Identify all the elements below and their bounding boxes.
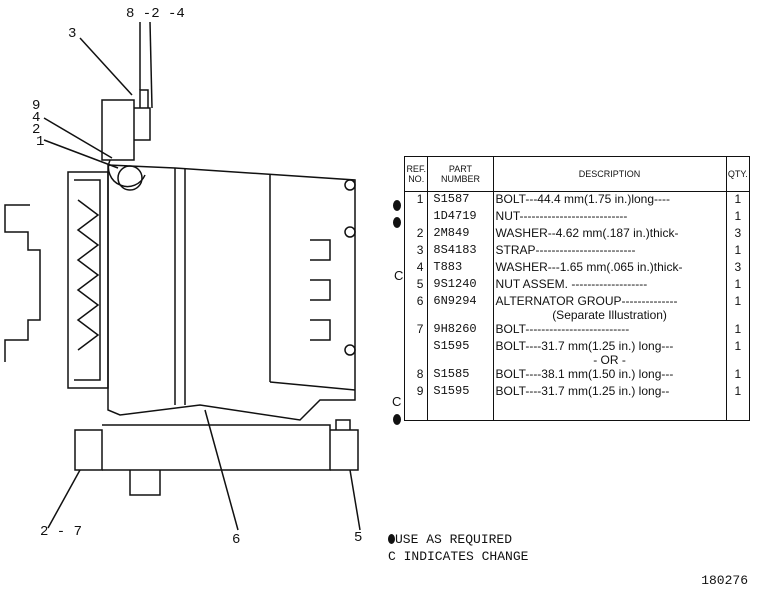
illustration-number: 180276 — [701, 573, 748, 588]
callout-2: 2 — [32, 122, 41, 138]
table-row: 9 S1595 BOLT----31.7 mm(1.25 in.) long--… — [403, 384, 751, 421]
table-row: 4 T883 WASHER---1.65 mm(.065 in.)thick- … — [403, 260, 751, 277]
use-as-required-dot — [393, 414, 401, 425]
table-row: 1D4719 NUT--------------------------- 1 — [403, 209, 751, 226]
part-number-cell: 9H8260 — [427, 322, 494, 339]
legend-use-as-required-text: USE AS REQUIRED — [395, 532, 513, 547]
description-cell: BOLT---44.4 mm(1.75 in.)long---- — [492, 191, 727, 209]
table-row: S1595 BOLT----31.7 mm(1.25 in.) long----… — [403, 339, 751, 367]
part-number-cell: T883 — [427, 260, 494, 277]
ref-cell: 7 — [403, 322, 429, 339]
qty-cell: 1 — [725, 322, 751, 339]
header-qty: QTY. — [725, 156, 751, 192]
callout-3: 3 — [68, 26, 77, 42]
header-ref-no: REF.NO. — [403, 156, 429, 192]
description-cell: BOLT----38.1 mm(1.50 in.) long--- — [492, 367, 727, 384]
part-number-cell: S1595 — [427, 384, 494, 421]
description-or: - OR - — [593, 353, 626, 367]
part-number-cell: 1D4719 — [427, 209, 494, 226]
ref-cell: 6 — [403, 294, 429, 322]
table-row: 1 S1587 BOLT---44.4 mm(1.75 in.)long----… — [403, 191, 751, 209]
ref-cell — [403, 209, 429, 226]
table-row: 3 8S4183 STRAP------------------------- … — [403, 243, 751, 260]
ref-cell — [403, 339, 429, 367]
change-marker: C — [392, 394, 402, 409]
qty-cell: 1 — [725, 384, 751, 421]
ref-cell: 9 — [403, 384, 429, 421]
qty-cell: 1 — [725, 294, 751, 322]
change-marker: C — [394, 268, 404, 283]
description-cell: NUT ASSEM. ------------------- — [492, 277, 727, 294]
callout-1: 1 — [36, 134, 45, 150]
part-number-cell: 2M849 — [427, 226, 494, 243]
use-as-required-dot — [393, 217, 401, 228]
header-description: DESCRIPTION — [492, 156, 727, 192]
qty-cell: 1 — [725, 191, 751, 209]
qty-cell: 1 — [725, 243, 751, 260]
table-row: 2 2M849 WASHER--4.62 mm(.187 in.)thick- … — [403, 226, 751, 243]
qty-cell: 3 — [725, 260, 751, 277]
filled-dot-icon — [388, 534, 395, 544]
callout-4: 4 — [32, 110, 41, 126]
qty-cell: 1 — [725, 209, 751, 226]
part-number-cell: 6N9294 — [427, 294, 494, 322]
ref-cell: 4 — [403, 260, 429, 277]
description-cell: BOLT-------------------------- — [492, 322, 727, 339]
description-cell: STRAP------------------------- — [492, 243, 727, 260]
ref-cell: 5 — [403, 277, 429, 294]
callout-6: 6 — [232, 532, 241, 548]
ref-cell: 2 — [403, 226, 429, 243]
part-number-cell: S1587 — [427, 191, 494, 209]
description-note: (Separate Illustration) — [552, 308, 667, 322]
callout-9: 9 — [32, 98, 41, 114]
qty-cell: 3 — [725, 226, 751, 243]
ref-cell: 1 — [403, 191, 429, 209]
ref-cell: 3 — [403, 243, 429, 260]
qty-cell: 1 — [725, 339, 751, 367]
qty-cell: 1 — [725, 367, 751, 384]
description-cell: BOLT----31.7 mm(1.25 in.) long-- — [492, 384, 727, 421]
use-as-required-dot — [393, 200, 401, 211]
description-cell: WASHER--4.62 mm(.187 in.)thick- — [492, 226, 727, 243]
table-row: 5 9S1240 NUT ASSEM. ------------------- … — [403, 277, 751, 294]
description-cell: NUT--------------------------- — [492, 209, 727, 226]
description-cell: BOLT----31.7 mm(1.25 in.) long---- OR - — [492, 339, 727, 367]
ref-cell: 8 — [403, 367, 429, 384]
legend-use-as-required: USE AS REQUIRED — [388, 532, 512, 547]
part-number-cell: S1595 — [427, 339, 494, 367]
part-number-cell: S1585 — [427, 367, 494, 384]
table-row: 7 9H8260 BOLT-------------------------- … — [403, 322, 751, 339]
description-line: ALTERNATOR GROUP-------------- — [495, 294, 678, 308]
part-number-cell: 9S1240 — [427, 277, 494, 294]
description-cell: WASHER---1.65 mm(.065 in.)thick- — [492, 260, 727, 277]
table-row: 8 S1585 BOLT----38.1 mm(1.50 in.) long--… — [403, 367, 751, 384]
table-row: 6 6N9294 ALTERNATOR GROUP--------------(… — [403, 294, 751, 322]
description-cell: ALTERNATOR GROUP--------------(Separate … — [492, 294, 727, 322]
callout-5: 5 — [354, 530, 363, 546]
description-line: BOLT----31.7 mm(1.25 in.) long--- — [495, 339, 674, 353]
alternator-drawing — [4, 21, 361, 531]
legend-indicates-change: C INDICATES CHANGE — [388, 549, 529, 564]
callout-2-7: 2 - 7 — [40, 524, 83, 540]
callout-8-2-4: 8 -2 -4 — [126, 6, 185, 22]
qty-cell: 1 — [725, 277, 751, 294]
part-number-cell: 8S4183 — [427, 243, 494, 260]
